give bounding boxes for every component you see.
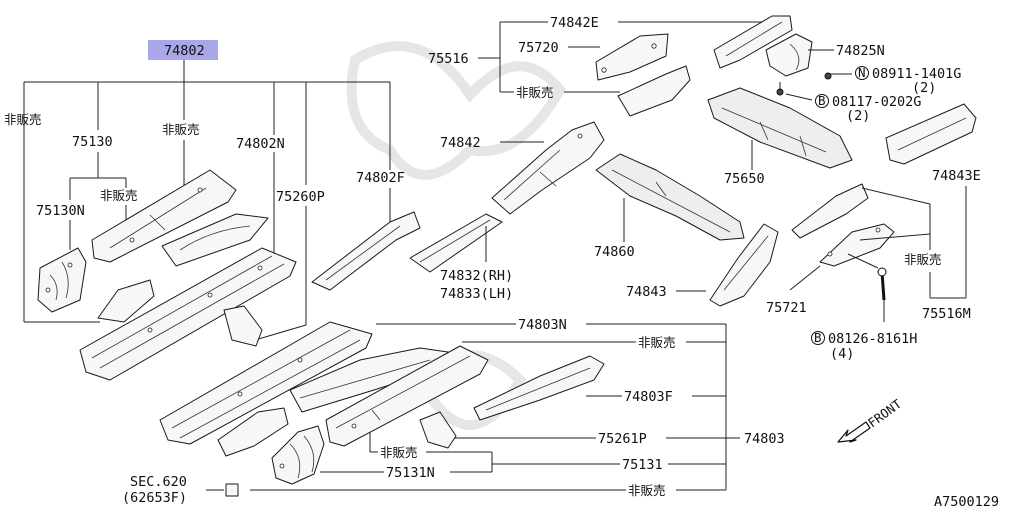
label-not-sold-6: 非販売 [638, 335, 676, 350]
label-74843[interactable]: 74843 [626, 284, 667, 300]
label-74842[interactable]: 74842 [440, 135, 481, 151]
label-74803[interactable]: 74803 [744, 431, 785, 447]
label-not-sold-1: 非販売 [4, 112, 42, 127]
label-75721[interactable]: 75721 [766, 300, 807, 316]
label-08117[interactable]: 08117-0202G [832, 94, 921, 110]
label-08126[interactable]: 08126-8161H [828, 331, 917, 347]
part-74803F[interactable] [473, 355, 605, 421]
part-75720[interactable] [595, 33, 669, 81]
label-not-sold-8: 非販売 [380, 445, 418, 460]
part-74802F[interactable] [311, 211, 421, 291]
label-75131N[interactable]: 75131N [386, 465, 435, 481]
part-74842E[interactable] [713, 15, 793, 69]
part-74832-74833[interactable] [409, 213, 503, 273]
bolt-08126 [877, 267, 887, 301]
label-front: FRONT [865, 396, 905, 431]
part-74842[interactable] [491, 121, 605, 215]
part-small-bracket-left[interactable] [97, 279, 155, 323]
label-75130N[interactable]: 75130N [36, 203, 85, 219]
front-arrow-icon [837, 421, 871, 443]
svg-text:B: B [814, 330, 822, 345]
label-74803F[interactable]: 74803F [624, 389, 673, 405]
label-not-sold-7: 非販売 [628, 483, 666, 498]
label-75131[interactable]: 75131 [622, 457, 663, 473]
label-75650[interactable]: 75650 [724, 171, 765, 187]
part-75131[interactable] [217, 407, 289, 457]
label-not-sold-2: 非販売 [100, 188, 138, 203]
part-75516-lower[interactable] [617, 65, 691, 117]
part-74803-lower[interactable] [325, 345, 489, 447]
label-74825N[interactable]: 74825N [836, 43, 885, 59]
diagram-id: A7500129 [934, 494, 999, 510]
part-75130N[interactable] [37, 247, 87, 313]
bolt-08117 [776, 88, 784, 96]
svg-text:B: B [818, 93, 826, 108]
part-74860[interactable] [595, 153, 745, 241]
label-74860[interactable]: 74860 [594, 244, 635, 260]
part-75516M-upper[interactable] [791, 183, 869, 239]
label-74802F[interactable]: 74802F [356, 170, 405, 186]
bolt-08911 [824, 72, 832, 80]
label-sec620-sub: (62653F) [122, 490, 187, 506]
part-74803-rail[interactable] [159, 321, 373, 445]
part-75260P[interactable] [223, 305, 263, 347]
label-08126-qty: (4) [830, 346, 854, 362]
label-74802[interactable]: 74802 [164, 43, 205, 59]
b-circle-icon: B [815, 93, 829, 108]
label-sec620[interactable]: SEC.620 [130, 474, 187, 490]
label-74803N[interactable]: 74803N [518, 317, 567, 333]
label-not-sold-4: 非販売 [516, 85, 554, 100]
label-08117-qty: (2) [846, 108, 870, 124]
part-74843E[interactable] [885, 103, 977, 165]
part-75130[interactable] [91, 169, 237, 263]
label-75260P[interactable]: 75260P [276, 189, 325, 205]
label-not-sold-3: 非販売 [162, 122, 200, 137]
label-74833[interactable]: 74833(LH) [440, 286, 513, 302]
part-75721[interactable] [819, 223, 895, 267]
highlight-74802 [148, 40, 218, 60]
label-75720[interactable]: 75720 [518, 40, 559, 56]
label-75516M[interactable]: 75516M [922, 306, 971, 322]
part-74802-rail[interactable] [79, 247, 297, 381]
label-75516[interactable]: 75516 [428, 51, 469, 67]
label-74802N[interactable]: 74802N [236, 136, 285, 152]
label-not-sold-5: 非販売 [904, 252, 942, 267]
label-08911-qty: (2) [912, 80, 936, 96]
label-74842E[interactable]: 74842E [550, 15, 599, 31]
svg-text:N: N [858, 65, 866, 80]
part-75131N[interactable] [271, 425, 325, 485]
label-75130[interactable]: 75130 [72, 134, 113, 150]
label-74832[interactable]: 74832(RH) [440, 268, 513, 284]
label-74843E[interactable]: 74843E [932, 168, 981, 184]
part-74843[interactable] [709, 223, 779, 307]
part-75650[interactable] [707, 87, 853, 169]
part-74802N-inner[interactable] [161, 213, 269, 267]
part-62653F[interactable] [225, 483, 239, 497]
part-75261P[interactable] [419, 411, 457, 449]
n-circle-icon: N [855, 65, 869, 80]
part-74825N[interactable] [765, 33, 813, 77]
label-75261P[interactable]: 75261P [598, 431, 647, 447]
b-circle-icon: B [811, 330, 825, 345]
label-08911[interactable]: 08911-1401G [872, 66, 961, 82]
